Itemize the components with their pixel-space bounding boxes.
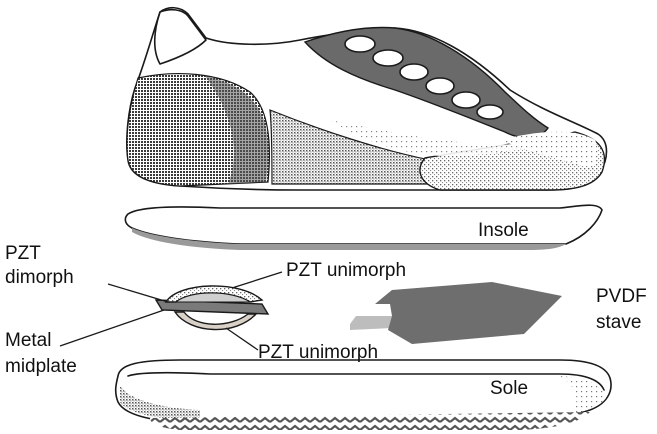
- pvdf-stave: [350, 282, 562, 344]
- sole: Sole: [114, 359, 612, 430]
- leader-unimorph-bottom: [225, 327, 259, 351]
- label-pzt-unimorph-bottom: PZT unimorph: [258, 342, 378, 363]
- sole-toe-shade: [560, 376, 606, 414]
- label-metal-2: midplate: [5, 356, 77, 377]
- pzt-unimorph-upper-face: [174, 292, 252, 303]
- sole-tread: [150, 412, 590, 430]
- insole-body: [124, 204, 603, 245]
- pzt-unimorph-lower: [173, 311, 258, 331]
- stave-lead: [350, 316, 392, 330]
- label-pzt-dimorph-2: dimorph: [5, 267, 74, 288]
- label-pzt-unimorph-top: PZT unimorph: [286, 260, 406, 281]
- leader-dimorph: [107, 283, 169, 303]
- heel-panel-shade: [205, 76, 268, 184]
- stave-body: [375, 282, 562, 344]
- sole-welt: [127, 371, 605, 391]
- leader-unimorph-top: [231, 271, 283, 289]
- sole-label: Sole: [490, 378, 528, 399]
- label-pzt-dimorph-1: PZT: [5, 243, 41, 264]
- insole-label: Insole: [478, 220, 529, 241]
- laces: [344, 35, 504, 120]
- insole-edge: [132, 228, 566, 250]
- metal-midplate: [154, 299, 270, 315]
- leader-lines: [59, 271, 283, 351]
- label-pvdf-1: PVDF: [596, 286, 647, 307]
- shoe-upper: [126, 6, 608, 191]
- leader-midplate: [59, 309, 165, 347]
- insole: Insole: [124, 204, 603, 250]
- pzt-dimorph: [154, 285, 270, 331]
- toe-tip-shade: [500, 131, 598, 168]
- heel-tab: [153, 8, 207, 65]
- label-pvdf-2: stave: [596, 312, 641, 333]
- label-metal-1: Metal: [5, 330, 51, 351]
- vamp-shade: [330, 120, 560, 156]
- sole-heel-shade: [120, 386, 200, 420]
